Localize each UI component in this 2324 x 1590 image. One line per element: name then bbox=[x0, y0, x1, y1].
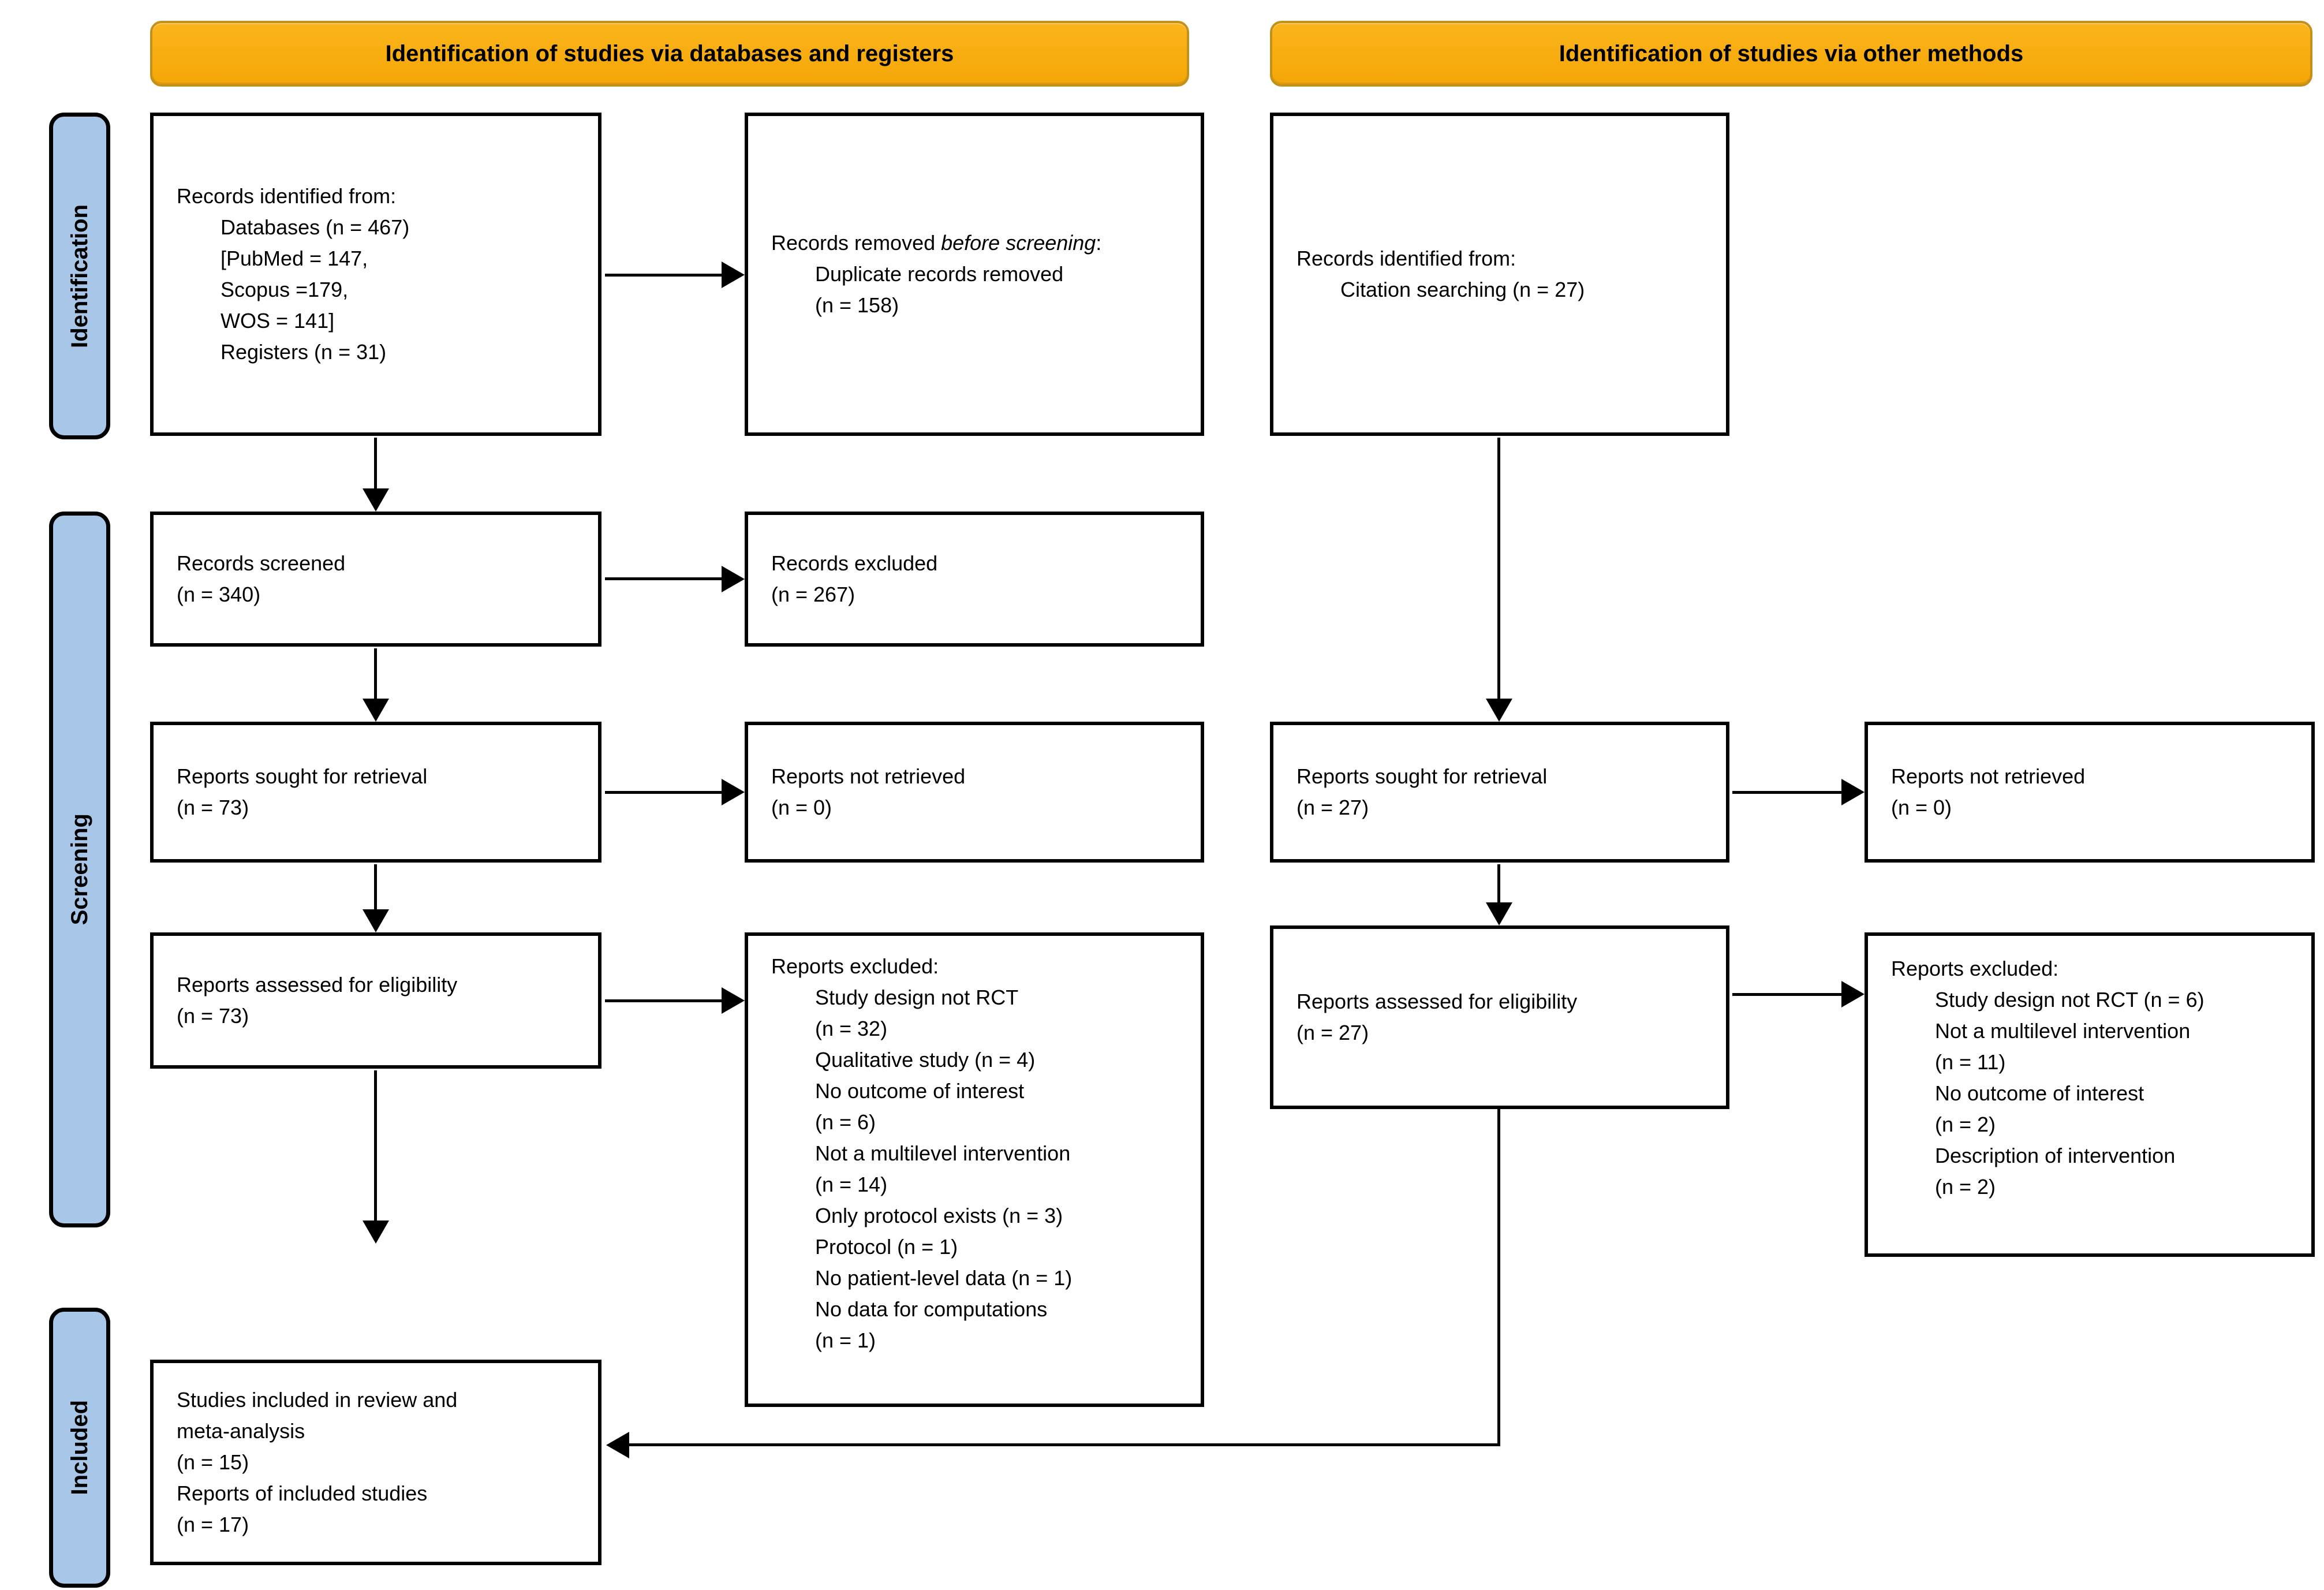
reports-sought-db-box: Reports sought for retrieval (n = 73) bbox=[150, 722, 601, 863]
records-identified-item: Databases (n = 467) bbox=[221, 215, 410, 239]
reports-excluded-other-item: Study design not RCT (n = 6) bbox=[1935, 988, 2205, 1012]
arrowhead-sought-to-assessed-db bbox=[363, 909, 389, 932]
arrow-identified-to-removed bbox=[605, 274, 722, 277]
arrowhead-sought-to-notretrieved-other bbox=[1841, 779, 1865, 805]
header-other-methods: Identification of studies via other meth… bbox=[1270, 21, 2312, 87]
arrowhead-assessed-to-included bbox=[363, 1221, 389, 1244]
reports-excluded-db-box: Reports excluded: Study design not RCT (… bbox=[745, 932, 1204, 1407]
arrow-screened-to-sought bbox=[374, 648, 377, 700]
arrowhead-identified-to-screened bbox=[363, 488, 389, 512]
arrow-sought-to-assessed-other bbox=[1497, 864, 1500, 904]
reports-excluded-db-title: Reports excluded: bbox=[771, 954, 939, 978]
arrowhead-assessed-to-excluded-other bbox=[1841, 981, 1865, 1007]
other-records-identified-title: Records identified from: bbox=[1296, 247, 1516, 270]
reports-excluded-other-item: Not a multilevel intervention (n = 11) bbox=[1935, 1019, 2191, 1074]
arrowhead-other-to-included bbox=[606, 1432, 629, 1458]
reports-sought-other-text: Reports sought for retrieval (n = 27) bbox=[1296, 764, 1548, 819]
arrow-sought-to-notretrieved-db bbox=[605, 791, 722, 794]
reports-excluded-db-item: No outcome of interest (n = 6) bbox=[815, 1079, 1025, 1134]
arrow-other-to-included-vertical bbox=[1497, 1109, 1500, 1446]
arrowhead-citation-to-sought bbox=[1486, 699, 1512, 722]
reports-excluded-other-title: Reports excluded: bbox=[1891, 957, 2059, 980]
records-removed-item: Duplicate records removed (n = 158) bbox=[815, 262, 1064, 317]
arrowhead-sought-to-assessed-other bbox=[1486, 902, 1512, 925]
records-identified-title: Records identified from: bbox=[177, 184, 397, 208]
records-identified-item: Scopus =179, bbox=[221, 278, 349, 301]
records-removed-title-italic: before screening bbox=[941, 231, 1096, 255]
reports-excluded-db-item: Not a multilevel intervention (n = 14) bbox=[815, 1141, 1071, 1196]
records-excluded-box: Records excluded (n = 267) bbox=[745, 512, 1204, 647]
arrow-sought-to-assessed-db bbox=[374, 864, 377, 910]
stage-screening-label: Screening bbox=[66, 813, 92, 925]
records-identified-item: WOS = 141] bbox=[221, 309, 335, 333]
reports-sought-db-text: Reports sought for retrieval (n = 73) bbox=[177, 764, 428, 819]
reports-sought-other-box: Reports sought for retrieval (n = 27) bbox=[1270, 722, 1729, 863]
arrow-other-to-included-horizontal bbox=[629, 1443, 1500, 1446]
arrow-identified-to-screened bbox=[374, 438, 377, 490]
stage-included-label: Included bbox=[66, 1400, 92, 1495]
records-screened-text: Records screened (n = 340) bbox=[177, 551, 346, 606]
arrowhead-assessed-to-excluded-db bbox=[722, 987, 745, 1014]
arrow-sought-to-notretrieved-other bbox=[1732, 791, 1841, 794]
arrowhead-sought-to-notretrieved-db bbox=[722, 779, 745, 805]
arrow-citation-to-sought bbox=[1497, 438, 1500, 700]
arrowhead-screened-to-sought bbox=[363, 699, 389, 722]
studies-included-box: Studies included in review and meta-anal… bbox=[150, 1360, 601, 1565]
reports-excluded-db-item: No data for computations (n = 1) bbox=[815, 1297, 1048, 1352]
reports-excluded-db-item: No patient-level data (n = 1) bbox=[815, 1266, 1073, 1290]
records-screened-box: Records screened (n = 340) bbox=[150, 512, 601, 647]
stage-screening: Screening bbox=[49, 512, 110, 1227]
records-excluded-text: Records excluded (n = 267) bbox=[771, 551, 938, 606]
reports-excluded-db-item: Study design not RCT (n = 32) bbox=[815, 986, 1019, 1040]
records-removed-title: Records removed before screening: bbox=[771, 227, 1188, 259]
records-identified-item: Registers (n = 31) bbox=[221, 340, 387, 364]
reports-not-retrieved-db-box: Reports not retrieved (n = 0) bbox=[745, 722, 1204, 863]
reports-excluded-db-item: Qualitative study (n = 4) bbox=[815, 1048, 1036, 1072]
reports-assessed-db-box: Reports assessed for eligibility (n = 73… bbox=[150, 932, 601, 1069]
stage-included: Included bbox=[49, 1308, 110, 1588]
reports-not-retrieved-other-box: Reports not retrieved (n = 0) bbox=[1865, 722, 2315, 863]
records-removed-box: Records removed before screening: Duplic… bbox=[745, 113, 1204, 436]
reports-excluded-other-box: Reports excluded: Study design not RCT (… bbox=[1865, 932, 2315, 1257]
reports-assessed-other-text: Reports assessed for eligibility (n = 27… bbox=[1296, 990, 1578, 1044]
header-other-methods-label: Identification of studies via other meth… bbox=[1559, 40, 2024, 66]
arrow-assessed-to-excluded-other bbox=[1732, 993, 1841, 996]
arrowhead-identified-to-removed bbox=[722, 262, 745, 288]
stage-identification: Identification bbox=[49, 113, 110, 439]
arrow-screened-to-excluded bbox=[605, 577, 722, 580]
records-removed-title-suffix: : bbox=[1096, 231, 1102, 255]
arrow-assessed-to-excluded-db bbox=[605, 999, 722, 1002]
other-records-identified-box: Records identified from: Citation search… bbox=[1270, 113, 1729, 436]
arrow-assessed-to-included bbox=[374, 1070, 377, 1222]
arrowhead-screened-to-excluded bbox=[722, 566, 745, 592]
header-databases-registers-label: Identification of studies via databases … bbox=[385, 40, 954, 66]
reports-assessed-other-box: Reports assessed for eligibility (n = 27… bbox=[1270, 925, 1729, 1109]
reports-not-retrieved-db-text: Reports not retrieved (n = 0) bbox=[771, 764, 966, 819]
reports-excluded-db-item: Protocol (n = 1) bbox=[815, 1235, 958, 1259]
reports-assessed-db-text: Reports assessed for eligibility (n = 73… bbox=[177, 973, 458, 1028]
reports-excluded-db-item: Only protocol exists (n = 3) bbox=[815, 1204, 1063, 1227]
records-removed-title-prefix: Records removed bbox=[771, 231, 941, 255]
records-identified-box: Records identified from: Databases (n = … bbox=[150, 113, 601, 436]
reports-excluded-other-item: Description of intervention (n = 2) bbox=[1935, 1144, 2176, 1199]
other-records-identified-item: Citation searching (n = 27) bbox=[1340, 278, 1585, 301]
reports-excluded-other-item: No outcome of interest (n = 2) bbox=[1935, 1081, 2144, 1136]
stage-identification-label: Identification bbox=[66, 204, 92, 348]
header-databases-registers: Identification of studies via databases … bbox=[150, 21, 1189, 87]
records-identified-item: [PubMed = 147, bbox=[221, 247, 368, 270]
studies-included-text: Studies included in review and meta-anal… bbox=[177, 1388, 458, 1536]
reports-not-retrieved-other-text: Reports not retrieved (n = 0) bbox=[1891, 764, 2086, 819]
